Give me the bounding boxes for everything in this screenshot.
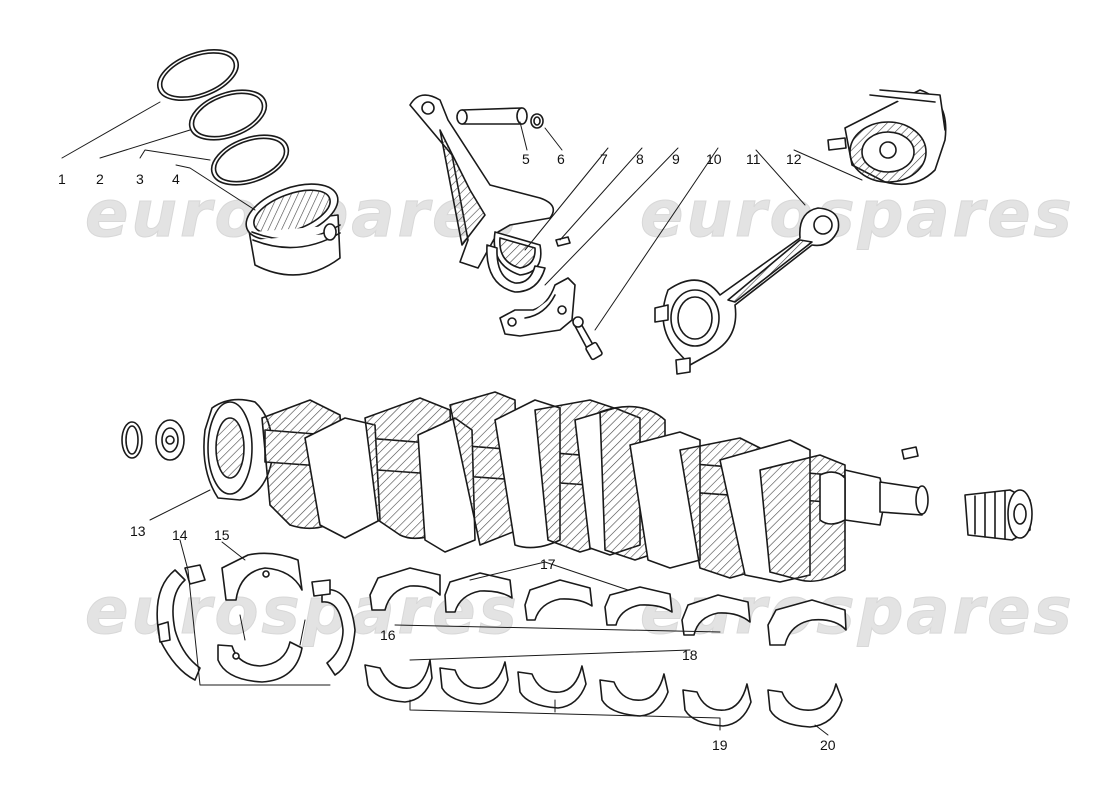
main-bearing-shell-17c xyxy=(604,586,673,626)
main-bearing-shell-18d xyxy=(599,673,669,717)
callout-2: 2 xyxy=(96,171,104,187)
callout-12: 12 xyxy=(786,151,802,167)
callout-4: 4 xyxy=(172,171,180,187)
connecting-rod-left xyxy=(409,94,555,276)
rod-bearing-shell-7 xyxy=(486,244,546,293)
seal-ring-13a xyxy=(121,421,143,459)
main-bearing-shell-18c xyxy=(517,665,587,709)
callout-20: 20 xyxy=(820,737,836,753)
main-bearing-shell-19 xyxy=(682,683,752,727)
timing-gear xyxy=(964,489,1033,541)
main-bearing-shell-17b xyxy=(524,579,593,621)
piston-4 xyxy=(245,183,341,276)
callout-11: 11 xyxy=(746,151,761,167)
key xyxy=(901,446,919,460)
thrust-washer-14-left xyxy=(156,564,206,681)
main-bearing-15-upper xyxy=(221,552,303,601)
piston-ring-1 xyxy=(157,49,239,101)
main-bearing-shell-20-upper xyxy=(767,599,847,646)
main-bearing-shell-18a xyxy=(364,659,433,703)
callout-9: 9 xyxy=(672,151,680,167)
callout-17: 17 xyxy=(540,556,556,572)
main-bearing-shell-17d xyxy=(681,594,751,636)
callout-7: 7 xyxy=(600,151,608,167)
ball-bearing-13b xyxy=(155,419,185,461)
callout-19: 19 xyxy=(712,737,728,753)
thrust-washer-14-right xyxy=(311,579,356,676)
rod-cap-9 xyxy=(499,277,576,337)
callout-18: 18 xyxy=(682,647,698,663)
main-bearing-15-lower xyxy=(217,641,303,683)
callout-14: 14 xyxy=(172,527,188,543)
dowel-8 xyxy=(555,236,571,247)
crankshaft xyxy=(203,391,929,583)
callout-8: 8 xyxy=(636,151,644,167)
connecting-rod-right xyxy=(654,207,840,375)
main-bearing-shell-16 xyxy=(369,567,441,611)
gudgeon-pin-5 xyxy=(456,107,528,125)
circlip-6 xyxy=(530,113,544,129)
callout-16: 16 xyxy=(380,627,396,643)
main-bearing-shell-17a xyxy=(444,572,513,613)
piston-ring-2 xyxy=(188,89,268,141)
main-bearing-shell-20-lower xyxy=(767,683,843,728)
callout-15: 15 xyxy=(214,527,230,543)
callout-6: 6 xyxy=(557,151,565,167)
piston-12 xyxy=(827,89,947,186)
piston-ring-3 xyxy=(210,134,290,186)
leader-lines xyxy=(61,101,863,736)
callout-3: 3 xyxy=(136,171,144,187)
rod-bolt-10 xyxy=(572,316,603,361)
main-bearing-shell-18b xyxy=(439,661,509,705)
callout-13: 13 xyxy=(130,523,146,539)
callout-10: 10 xyxy=(706,151,722,167)
callout-1: 1 xyxy=(58,171,66,187)
callout-5: 5 xyxy=(522,151,530,167)
